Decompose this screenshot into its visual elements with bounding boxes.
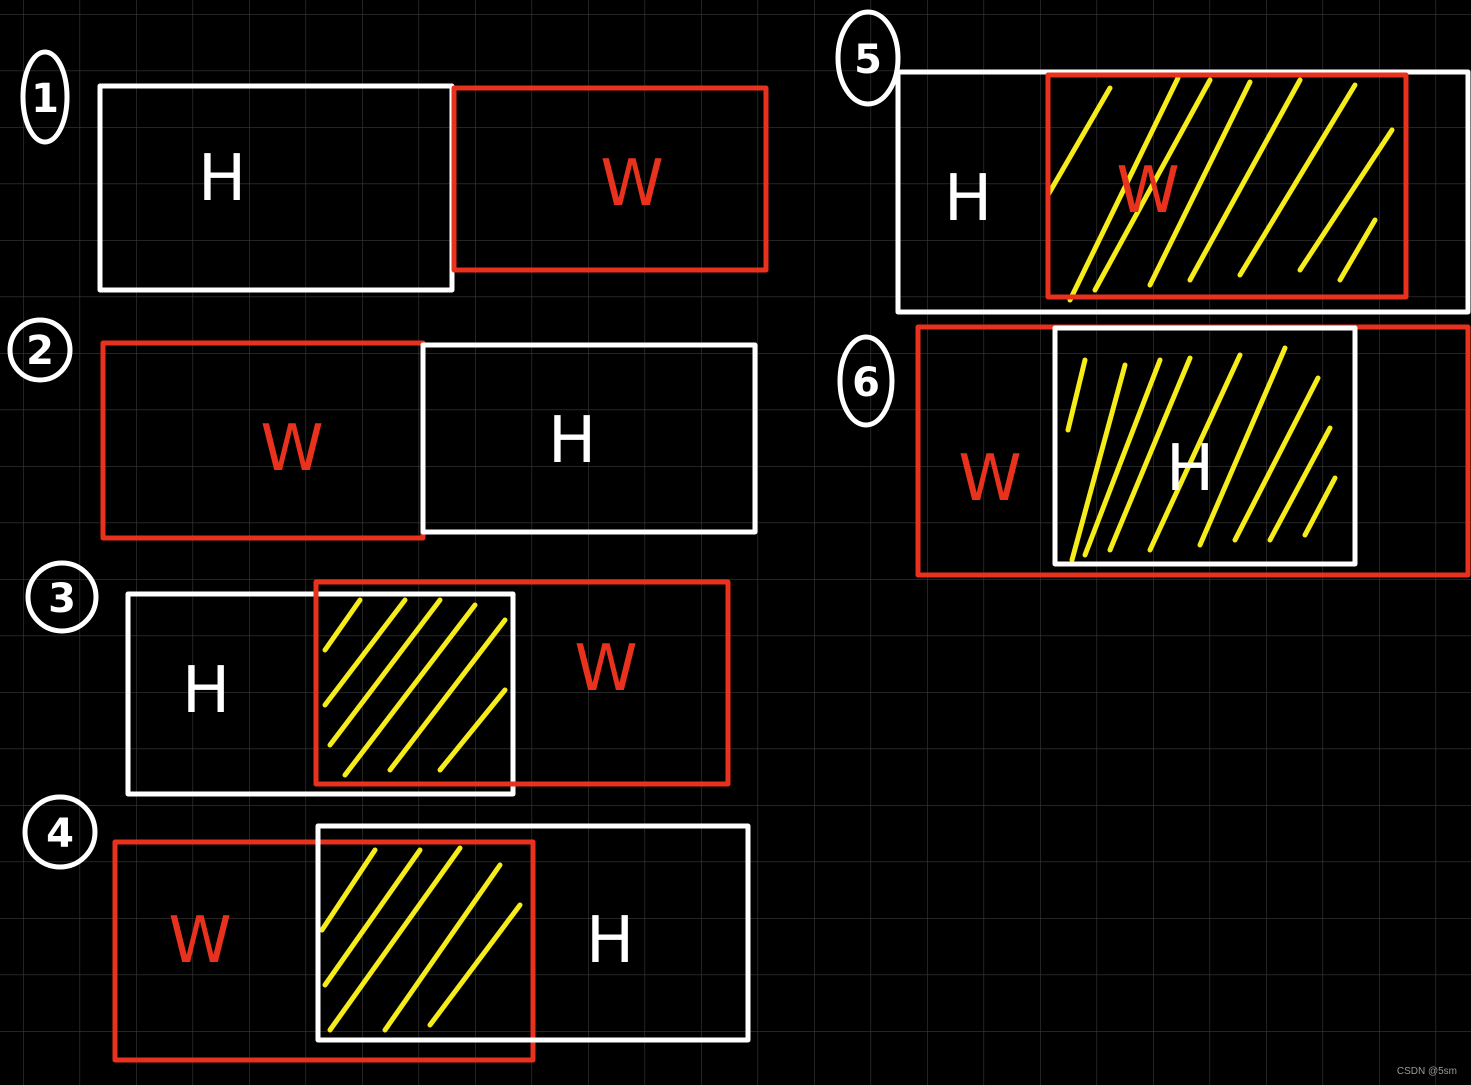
overlap-hatch: [1045, 75, 1395, 303]
svg-text:2: 2: [26, 328, 54, 374]
h-label: H: [548, 404, 596, 478]
case-number-2: 2: [7, 317, 73, 383]
w-box: [1045, 72, 1409, 300]
w-label: W: [958, 442, 1021, 516]
h-box: [895, 69, 1471, 315]
case-1: 1 H W: [20, 49, 769, 293]
h-label: H: [198, 142, 246, 216]
watermark: CSDN @5sm: [1396, 1066, 1457, 1077]
svg-text:3: 3: [48, 576, 76, 622]
case-number-3: 3: [25, 560, 99, 634]
svg-text:5: 5: [854, 37, 882, 83]
w-label: W: [600, 147, 663, 221]
case-number-5: 5: [835, 9, 901, 107]
overlap-hatch: [319, 845, 523, 1033]
svg-text:6: 6: [852, 360, 880, 406]
case-6: 6 W H: [837, 324, 1471, 578]
svg-text:4: 4: [46, 811, 74, 857]
h-box: [1052, 325, 1358, 567]
h-label: H: [1166, 432, 1214, 506]
h-label: H: [944, 162, 992, 236]
w-box: [313, 579, 731, 787]
w-box: [112, 839, 536, 1063]
w-label: W: [168, 904, 231, 978]
overlap-hatch: [322, 597, 508, 778]
svg-text:1: 1: [31, 76, 59, 122]
case-5: 5 H W: [835, 9, 1471, 315]
overlap-hatch: [1065, 345, 1338, 563]
h-label: H: [182, 654, 230, 728]
case-3: 3 H W: [25, 560, 731, 797]
case-4: 4 W H: [22, 794, 751, 1063]
case-2: 2 W H: [7, 317, 758, 541]
w-label: W: [1116, 154, 1179, 228]
case-number-4: 4: [22, 794, 98, 870]
case-number-6: 6: [837, 334, 895, 428]
case-number-1: 1: [20, 49, 70, 145]
h-box: [420, 342, 758, 535]
h-box: [315, 823, 751, 1043]
h-label: H: [586, 904, 634, 978]
w-box: [451, 85, 769, 273]
w-label: W: [260, 412, 323, 486]
w-label: W: [574, 632, 637, 706]
h-box: [125, 591, 516, 797]
